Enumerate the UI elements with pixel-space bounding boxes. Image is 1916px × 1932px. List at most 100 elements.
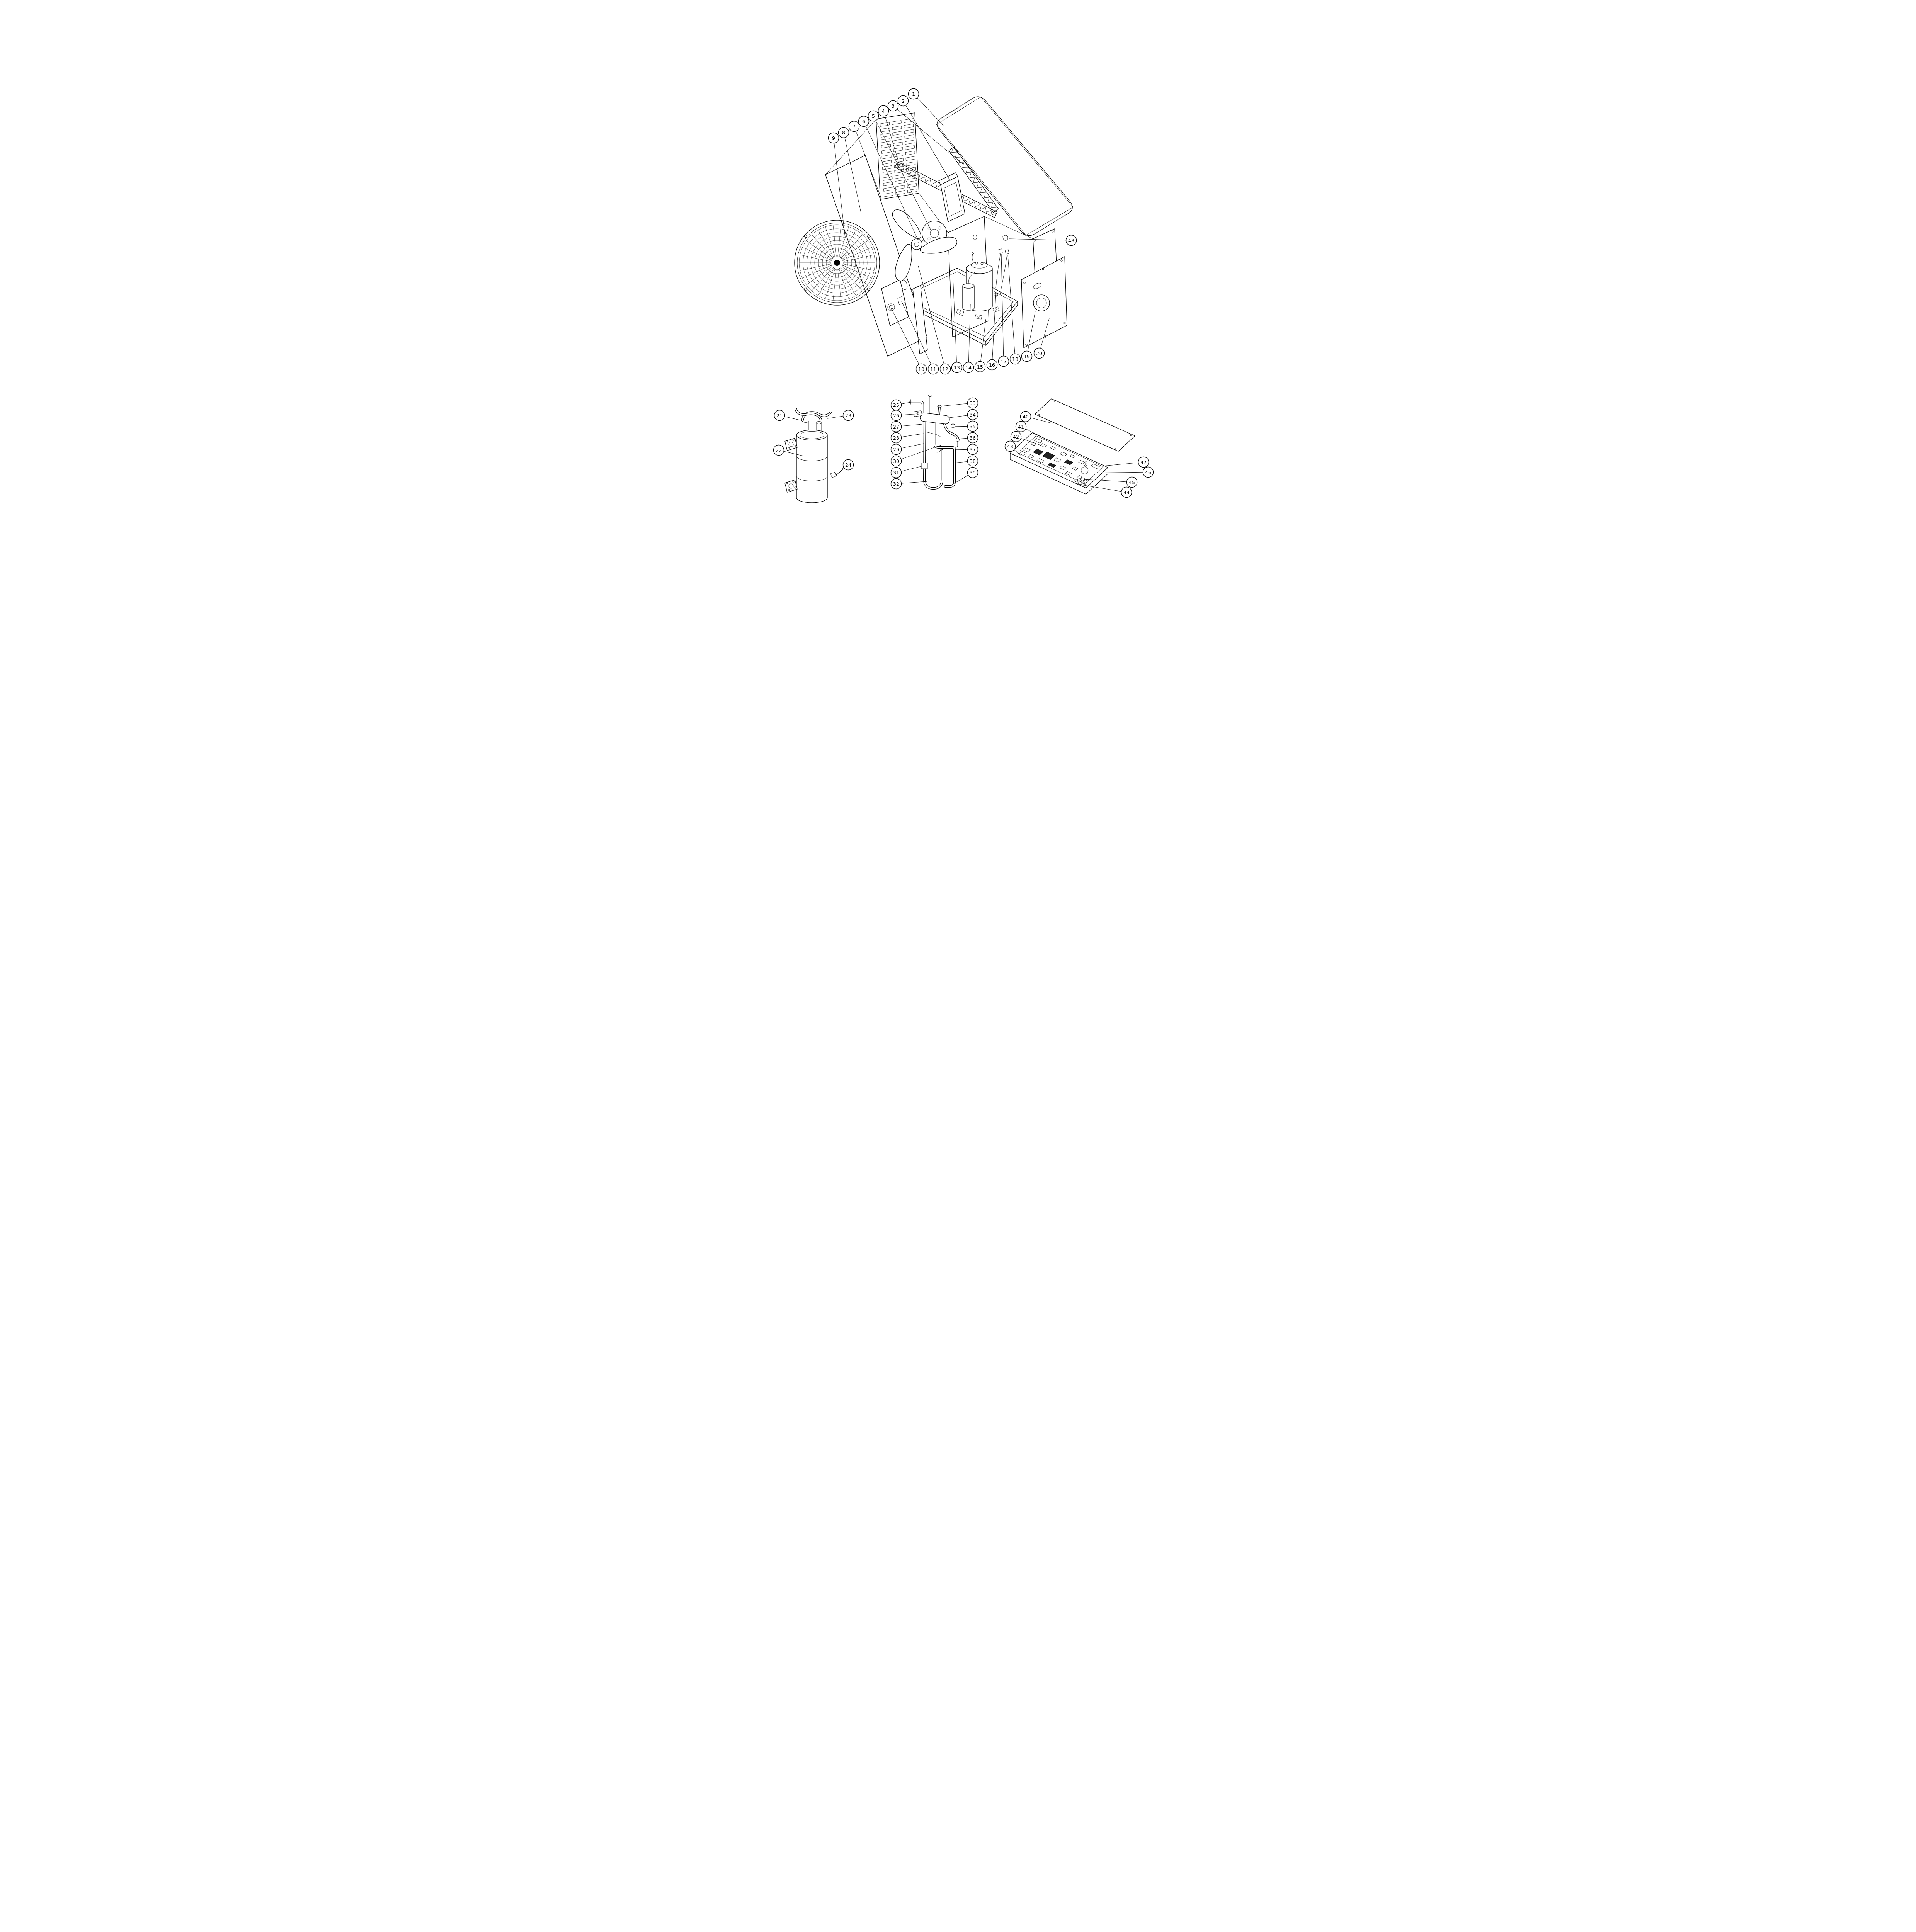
fan-blade xyxy=(892,209,958,281)
pipe-flare-nut xyxy=(909,399,911,405)
motor-hub xyxy=(930,229,939,238)
callout-leader xyxy=(901,481,927,484)
callout-leader xyxy=(897,109,963,164)
callout-37: 37 xyxy=(955,444,978,455)
callout-33: 33 xyxy=(938,397,978,409)
callout-21: 21 xyxy=(774,410,800,421)
pressure-sensor xyxy=(956,438,960,442)
callout-38: 38 xyxy=(954,455,978,467)
pcb-component xyxy=(1077,481,1083,485)
callout-bubble xyxy=(1009,353,1021,365)
callout-41: 41 xyxy=(1015,421,1047,440)
louver-slat xyxy=(907,178,917,182)
callout-bubble xyxy=(842,410,854,421)
sensor-stem xyxy=(955,441,958,448)
accumulator-body xyxy=(962,286,975,311)
pcb-component xyxy=(1079,477,1086,481)
callout-bubble xyxy=(1065,235,1077,246)
junction-box xyxy=(940,176,965,222)
louver-slat xyxy=(881,155,892,159)
callout-22: 22 xyxy=(773,444,804,456)
callout-45: 45 xyxy=(1084,476,1138,488)
callout-5: 5 xyxy=(868,110,932,231)
callout-leader xyxy=(968,304,971,362)
callout-leader xyxy=(835,468,844,476)
callout-number: 9 xyxy=(832,135,835,141)
louver-slat xyxy=(882,160,892,165)
pipe xyxy=(934,421,955,487)
callout-39: 39 xyxy=(952,467,978,485)
louver-slat xyxy=(905,156,915,161)
guard-spoke xyxy=(825,226,835,256)
check-valve xyxy=(921,463,928,469)
callout-bubble xyxy=(967,432,978,444)
screw-hole xyxy=(1052,230,1054,233)
callout-bubble xyxy=(974,361,986,372)
callout-bubble xyxy=(986,359,998,371)
callout-leader xyxy=(1008,238,1066,241)
callout-leader xyxy=(1030,417,1053,424)
flange-bolt xyxy=(794,445,796,447)
callout-bubble xyxy=(1015,421,1027,432)
pcb-component xyxy=(1072,466,1078,471)
callout-16: 16 xyxy=(986,293,998,371)
sensor-wire xyxy=(835,466,844,476)
callout-bubble xyxy=(773,444,784,456)
callout-leader xyxy=(980,319,986,362)
callout-40: 40 xyxy=(1020,411,1053,424)
louver-slat xyxy=(883,187,893,192)
callout-28: 28 xyxy=(890,432,924,444)
callout-35: 35 xyxy=(954,420,978,432)
callout-number: 14 xyxy=(965,365,972,371)
callout-bubble xyxy=(828,132,839,144)
water-temp-sensor xyxy=(830,472,837,478)
guard-rim-inner xyxy=(797,223,877,303)
callout-bubble xyxy=(1020,411,1031,422)
guard-spoke xyxy=(818,230,834,257)
callout-leader xyxy=(891,308,919,365)
louver-slat xyxy=(904,134,914,139)
pcb-component xyxy=(1074,479,1080,483)
cover-screw-hole xyxy=(1038,414,1040,416)
cover-screw-hole xyxy=(1053,400,1056,402)
louver-slat xyxy=(892,131,902,136)
chassis-rail xyxy=(825,119,876,175)
callout-leader xyxy=(834,143,846,238)
callout-number: 27 xyxy=(893,424,899,430)
callout-bubble xyxy=(915,363,927,375)
callout-leader xyxy=(1001,254,1004,356)
pcb-component xyxy=(1059,466,1067,470)
louver-slat xyxy=(881,149,891,154)
flange-bolt xyxy=(792,480,795,483)
callout-leader xyxy=(1007,255,1015,354)
callout-leader xyxy=(901,413,919,415)
callout-leader xyxy=(1014,449,1021,456)
louver-slat xyxy=(905,140,915,145)
flange-bore xyxy=(788,442,794,447)
louver-slat xyxy=(881,138,891,143)
valve-piping-assembly xyxy=(909,395,960,490)
callout-leader xyxy=(901,424,922,427)
callout-30: 30 xyxy=(890,445,941,467)
louver-slat xyxy=(907,183,917,188)
guard-spoke xyxy=(833,225,837,256)
control-box-cover xyxy=(1035,398,1135,452)
callout-leader xyxy=(1021,438,1042,446)
louver-slat xyxy=(892,120,902,125)
callout-number: 11 xyxy=(930,366,936,372)
evaporator-coil xyxy=(948,146,999,213)
guard-spoke xyxy=(806,267,832,285)
water-flange xyxy=(784,480,798,493)
guard-spoke xyxy=(841,268,863,291)
callout-number: 17 xyxy=(1001,359,1007,364)
pcb-ic xyxy=(1033,449,1044,456)
callout-bubble xyxy=(1033,347,1045,359)
flange-bolt xyxy=(786,482,788,484)
defrost-sensor-clip xyxy=(1002,235,1008,241)
callout-number: 10 xyxy=(918,366,924,372)
panel-round-hole-inner xyxy=(1036,298,1047,308)
guard-spoke xyxy=(840,230,856,257)
callout-leader xyxy=(856,131,881,198)
exchanger-shell xyxy=(796,435,828,503)
fan-hub-bore xyxy=(914,242,919,247)
